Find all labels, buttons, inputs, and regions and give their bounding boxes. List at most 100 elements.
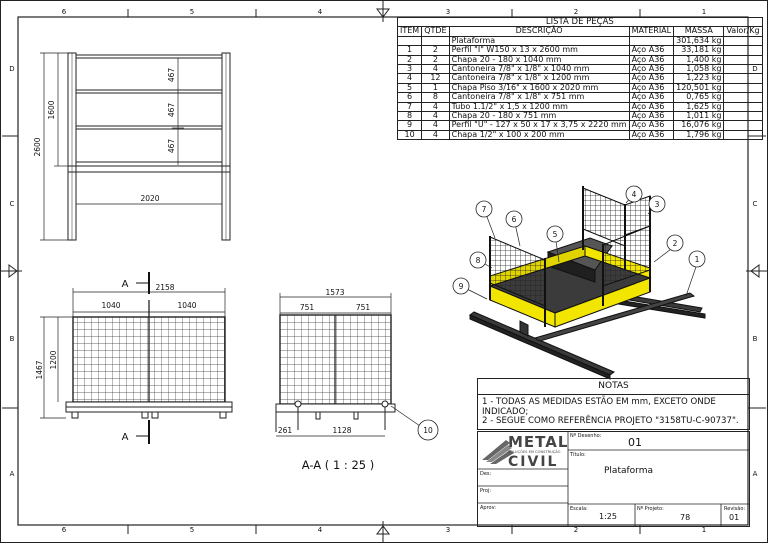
section-marker-bottom: A — [122, 432, 129, 443]
balloon-4: 4 — [625, 185, 643, 203]
section-view — [275, 314, 396, 432]
revision-label: Revisão: — [724, 506, 746, 512]
cell-qty: 8 — [421, 92, 450, 103]
col-label-4-bottom: 4 — [318, 526, 323, 534]
svg-text:3: 3 — [655, 200, 660, 209]
dim-2020: 2020 — [140, 194, 159, 203]
cell-price — [723, 54, 763, 66]
header-item: ITEM — [396, 26, 423, 37]
row-label-a: A — [10, 470, 15, 478]
section-view-dim-text: 1573 751 751 261 1128 A-A ( 1 : 25 ) — [278, 288, 374, 472]
cell-desc: Cantoneira 7/8" x 1/8" x 1200 mm — [448, 73, 630, 84]
cell-mass: 1,223 kg — [673, 73, 725, 84]
cell-qty: 2 — [421, 45, 450, 56]
section-view-title: A-A ( 1 : 25 ) — [302, 458, 374, 472]
cell-item: 1 — [396, 45, 423, 56]
dim-261: 261 — [278, 426, 293, 435]
cell-qty: 12 — [421, 73, 450, 84]
svg-text:8: 8 — [476, 256, 481, 265]
dim-1040-left: 1040 — [101, 301, 120, 310]
balloon-2: 2 — [666, 234, 684, 252]
cell-price — [723, 129, 763, 141]
top-view — [65, 300, 233, 419]
note-line-1: 1 - TODAS AS MEDIDAS ESTÃO EM mm, EXCETO… — [482, 397, 716, 417]
front-view-dimensions — [40, 52, 223, 241]
svg-text:4: 4 — [632, 190, 637, 199]
svg-text:5: 5 — [553, 230, 558, 239]
parts-list-title: LISTA DE PEÇAS — [397, 16, 763, 28]
dim-1467: 1467 — [35, 360, 44, 379]
cell-desc: Chapa 1/2" x 100 x 200 mm — [448, 129, 630, 141]
row-label-b-right: B — [753, 335, 758, 343]
cell-item: 4 — [396, 73, 423, 84]
cell-mat: Aço A36 — [628, 120, 675, 131]
header-mass: MASSA — [673, 26, 725, 37]
project-no: 78 — [680, 513, 691, 522]
drawing-no-label: Nº Desenho: — [570, 433, 602, 439]
dim-2158: 2158 — [155, 283, 174, 292]
header-price-per-kg: Valor/Kg — [723, 26, 763, 37]
note-line-2: 2 - SEGUE COMO REFERÊNCIA PROJETO "3158T… — [482, 416, 739, 426]
col-label-4: 4 — [318, 8, 323, 16]
cell-qty: 4 — [421, 120, 450, 131]
cell-mat: Aço A36 — [628, 92, 675, 103]
designer-label: Des: — [480, 471, 492, 477]
scale-label: Escala: — [570, 506, 588, 512]
row-label-d: D — [9, 65, 14, 73]
header-description: DESCRIÇÃO — [448, 26, 630, 37]
svg-text:7: 7 — [482, 205, 487, 214]
front-view — [67, 52, 231, 241]
logo-tagline: SOLUÇÕES EM CONSTRUÇÃO — [508, 450, 561, 454]
row-label-a-right: A — [753, 470, 758, 478]
section-markers: A A — [122, 279, 129, 443]
logo-icon — [482, 440, 514, 464]
isometric-view — [469, 186, 706, 380]
dim-467-middle: 467 — [167, 103, 176, 118]
cell-item: 6 — [396, 92, 423, 103]
dim-1600: 1600 — [47, 100, 56, 119]
cell-mat: Aço A36 — [628, 45, 675, 56]
cell-item: 9 — [396, 120, 423, 131]
title-block-grid — [478, 432, 749, 526]
balloon-5: 5 — [546, 225, 564, 243]
parts-list-header-row: ITEM QTDE DESCRIÇÃO MATERIAL MASSA Valor… — [396, 26, 763, 37]
cell-price — [723, 64, 763, 75]
balloon-9: 9 — [452, 277, 470, 295]
cell-mat: Aço A36 — [628, 129, 675, 141]
dim-2600: 2600 — [33, 137, 42, 156]
balloon-8: 8 — [469, 251, 487, 269]
row-label-c: C — [10, 200, 15, 208]
top-view-dimensions — [40, 288, 226, 419]
balloons: 1 2 3 4 5 6 7 8 9 10 — [417, 185, 706, 441]
cell-mat: Aço A36 — [628, 73, 675, 84]
header-material: MATERIAL — [628, 26, 675, 37]
col-label-6: 6 — [62, 8, 67, 16]
dim-751-left: 751 — [300, 303, 315, 312]
dim-1573: 1573 — [325, 288, 344, 297]
logo-text-top: METAL — [508, 433, 569, 451]
cell-mass: 0,765 kg — [673, 92, 725, 103]
revision-value: 01 — [729, 513, 740, 522]
col-label-1-bottom: 1 — [702, 526, 706, 534]
front-view-dim-text: 2600 1600 467 467 467 2020 — [33, 68, 176, 203]
scale-value: 1:25 — [599, 512, 617, 521]
notes-title: NOTAS — [478, 379, 749, 395]
top-view-section-cut — [136, 272, 150, 444]
parts-list-title-row: LISTA DE PEÇAS — [397, 16, 763, 28]
logo-text-bottom: CIVIL — [508, 454, 559, 470]
title-block: METAL SOLUÇÕES EM CONSTRUÇÃO CIVIL Des: … — [477, 431, 750, 527]
col-label-3-bottom: 3 — [446, 526, 450, 534]
cell-mass: 16,076 kg — [673, 120, 725, 131]
svg-text:9: 9 — [459, 282, 464, 291]
drawing-no: 01 — [628, 436, 642, 449]
svg-text:6: 6 — [512, 215, 517, 224]
cell-mass: 33,181 kg — [673, 45, 725, 56]
approval-label: Aprov: — [480, 505, 496, 511]
